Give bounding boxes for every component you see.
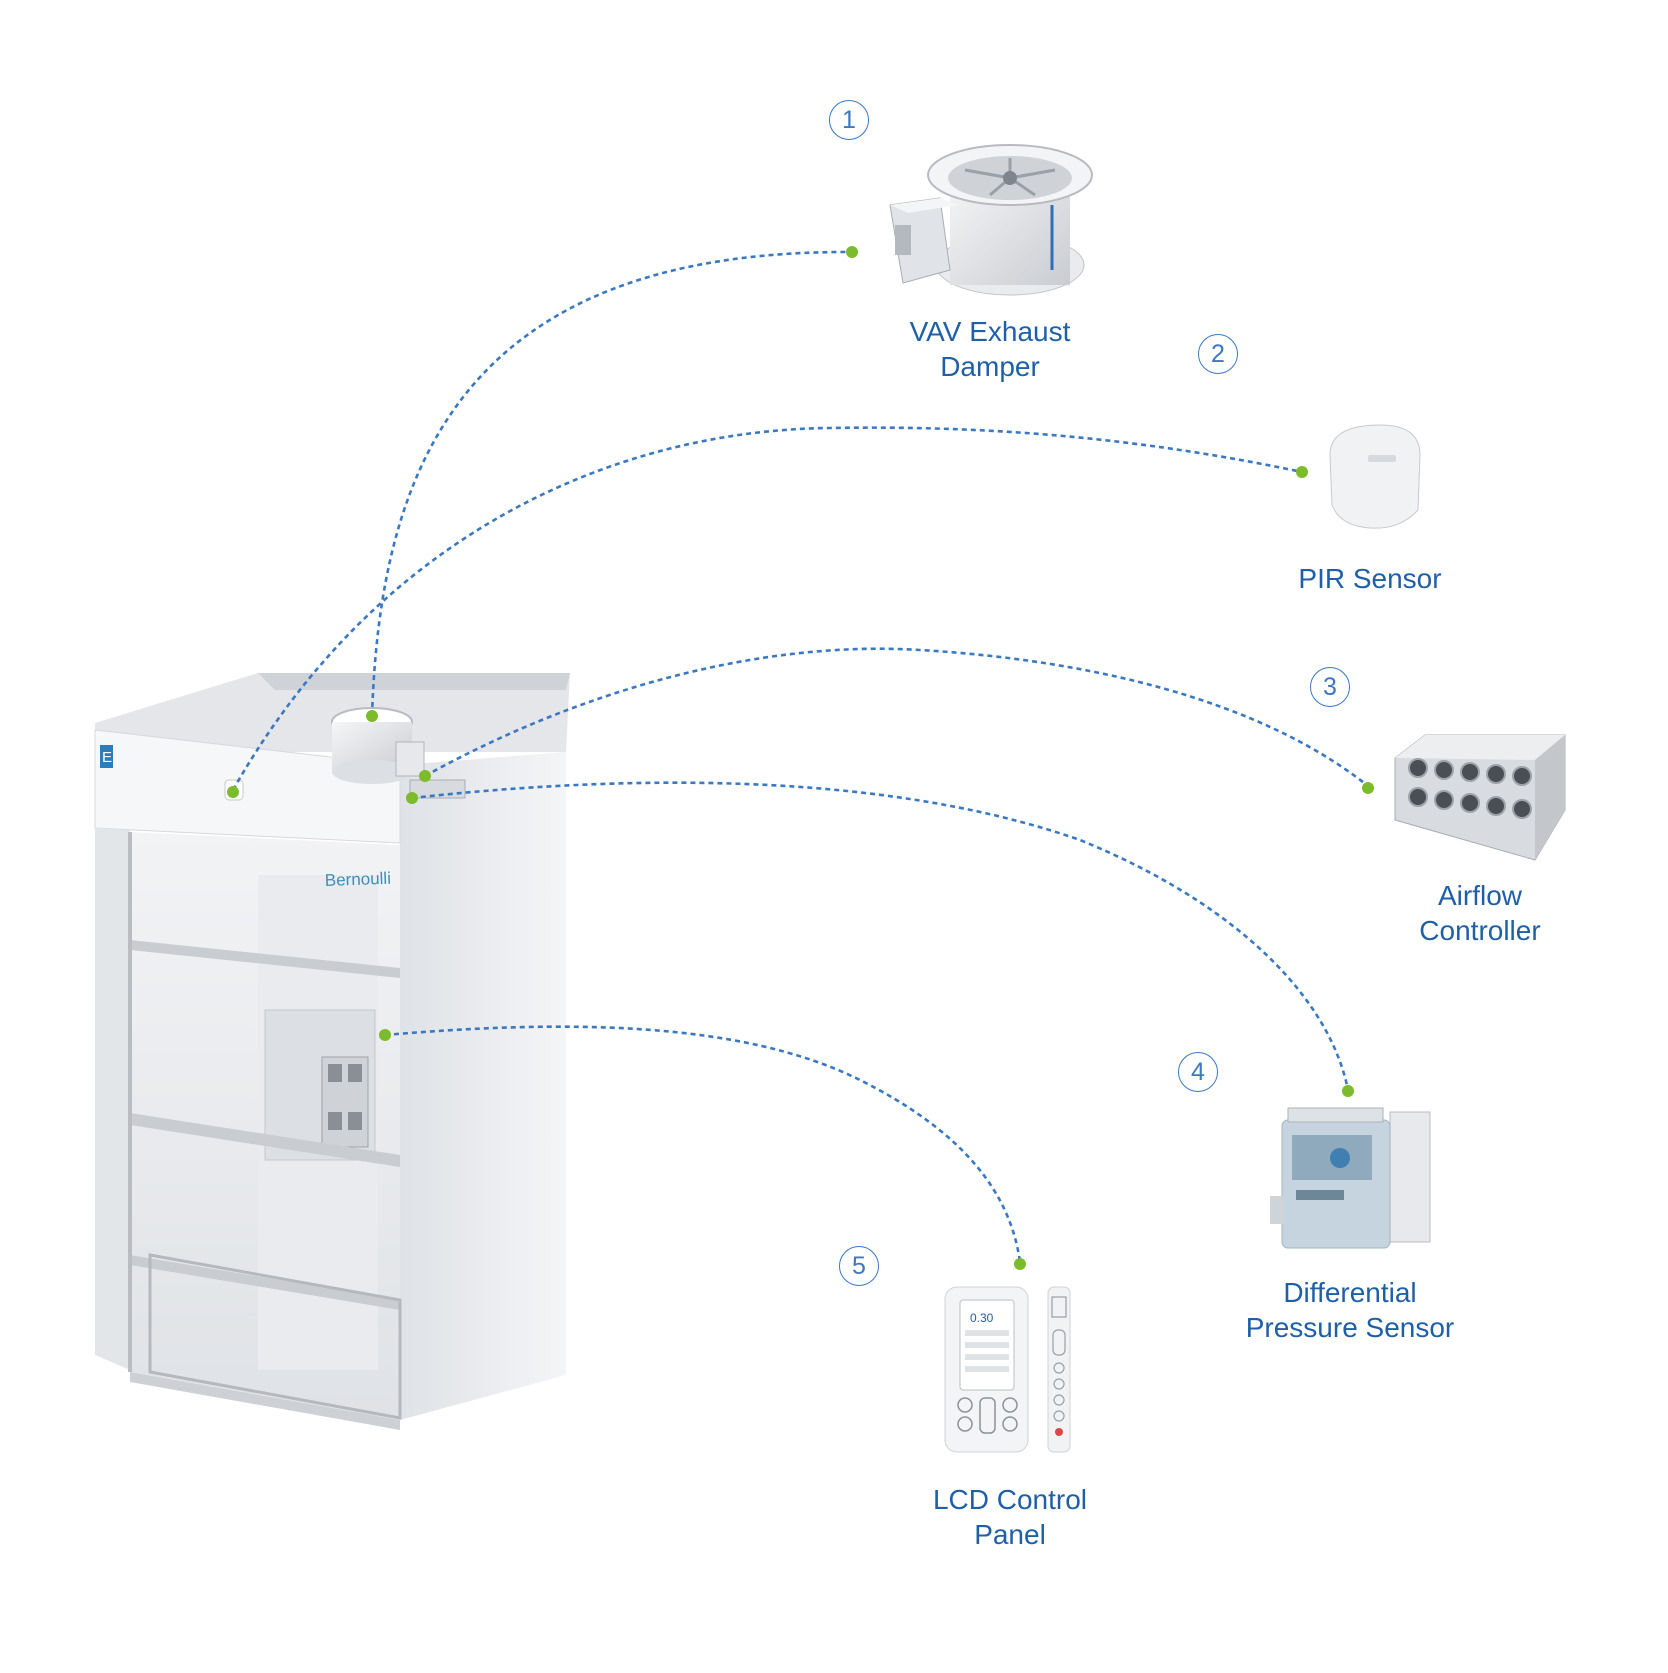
brand-logo-icon xyxy=(100,745,113,768)
logo-letter: E xyxy=(102,749,112,766)
number-badge-4: 4 xyxy=(1178,1052,1218,1092)
connector-dot xyxy=(1362,782,1374,794)
connector-pressure-sensor xyxy=(411,781,1350,1091)
pir-sensor-icon xyxy=(1329,424,1421,529)
vav-damper-icon xyxy=(889,144,1093,296)
connector-dot xyxy=(227,786,239,798)
number-badge-2: 2 xyxy=(1198,334,1238,374)
connector-airflow-controller xyxy=(424,647,1369,788)
connector-dot xyxy=(1342,1085,1354,1097)
number-badge-1: 1 xyxy=(829,100,869,140)
lcd-reading: 0.30 xyxy=(970,1311,994,1325)
connector-dot xyxy=(366,710,378,722)
connector-dot xyxy=(1014,1258,1026,1270)
connector-dot xyxy=(406,792,418,804)
connector-lcd-panel xyxy=(384,1025,1022,1263)
number-badge-3: 3 xyxy=(1310,667,1350,707)
connector-dot xyxy=(419,770,431,782)
lcd-panel-icon: 0.30 xyxy=(944,1286,1071,1453)
connector-pir-sensor xyxy=(231,426,1303,791)
connector-vav-damper xyxy=(370,250,853,717)
connector-dot xyxy=(846,246,858,258)
airflow-controller-icon xyxy=(1394,734,1566,861)
brand-name: Bernoulli xyxy=(324,869,391,890)
label-pir-sensor: PIR Sensor xyxy=(1298,563,1442,594)
number-badge-5: 5 xyxy=(839,1246,879,1286)
connector-dot xyxy=(379,1029,391,1041)
pressure-sensor-icon xyxy=(1270,1107,1431,1249)
connector-dot xyxy=(1296,466,1308,478)
fume-hood-cabinet: E Bernoulli xyxy=(94,673,570,1430)
